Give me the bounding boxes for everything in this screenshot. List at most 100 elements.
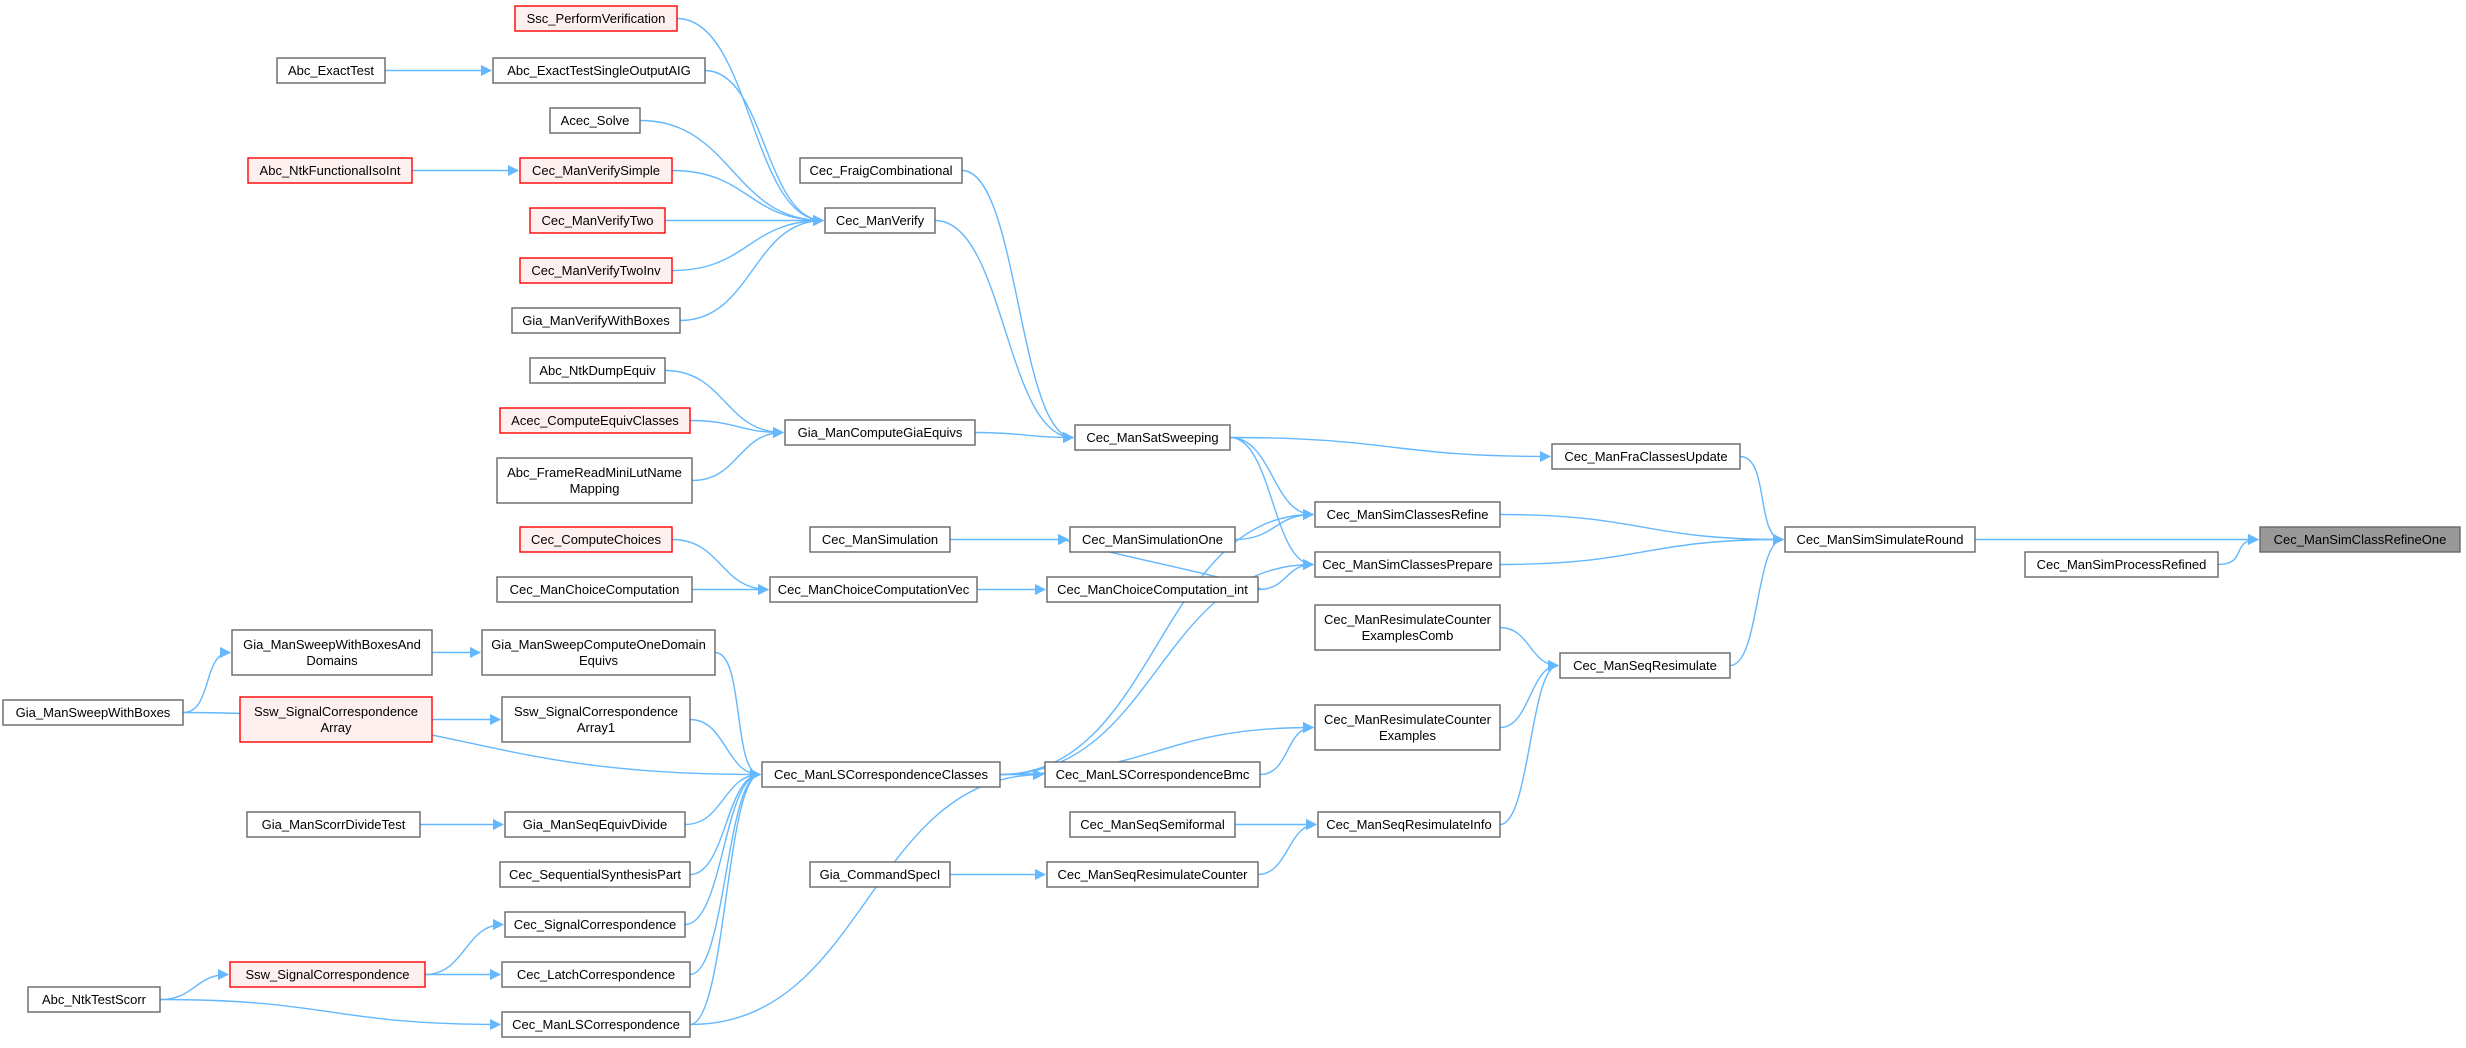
- graph-node[interactable]: Gia_ManSeqEquivDivide: [504, 811, 686, 838]
- graph-node[interactable]: Cec_SignalCorrespondence: [504, 911, 686, 938]
- graph-node[interactable]: Abc_NtkTestScorr: [27, 986, 161, 1013]
- graph-node[interactable]: Cec_FraigCombinational: [799, 157, 963, 184]
- graph-node[interactable]: Acec_ComputeEquivClasses: [499, 407, 691, 434]
- edge-n3-to-n1: [1739, 455, 1785, 546]
- edge-line: [1234, 508, 1315, 541]
- graph-node[interactable]: Cec_ManChoiceComputation_int: [1046, 576, 1259, 603]
- node-label: Cec_ManLSCorrespondenceBmc: [1056, 767, 1250, 782]
- node-label: Gia_ManScorrDivideTest: [262, 817, 406, 832]
- node-label: Cec_ManLSCorrespondence: [512, 1017, 680, 1032]
- edge-line: [639, 119, 825, 227]
- node-label: Examples: [1379, 728, 1437, 743]
- node-label: Abc_NtkDumpEquiv: [539, 363, 656, 378]
- graph-node[interactable]: Acec_Solve: [549, 107, 641, 134]
- graph-node[interactable]: Cec_ManSimSimulateRound: [1784, 526, 1976, 553]
- graph-node[interactable]: Cec_ManVerifyTwo: [529, 207, 666, 234]
- graph-node[interactable]: Cec_ManSimClassRefineOne: [2259, 526, 2461, 553]
- graph-node[interactable]: Ssc_PerformVerification: [514, 5, 678, 32]
- edge-line: [671, 538, 770, 596]
- graph-node[interactable]: Cec_ManSimulationOne: [1069, 526, 1236, 553]
- edge-n49-to-n48: [159, 998, 502, 1031]
- node-box: [519, 157, 673, 184]
- node-label: Cec_ManVerifySimple: [532, 163, 660, 178]
- nodes-layer: Cec_ManSimClassRefineOne Cec_ManSimSimula…: [2, 5, 2461, 1038]
- graph-node[interactable]: Cec_ComputeChoices: [519, 526, 673, 553]
- node-label: Cec_ManSeqSemiformal: [1080, 817, 1225, 832]
- node-box: [496, 576, 693, 603]
- edge-n7-to-n3: [1229, 436, 1552, 463]
- graph-node[interactable]: Cec_ManChoiceComputationVec: [769, 576, 978, 603]
- node-label: Cec_ManSeqResimulate: [1573, 658, 1717, 673]
- edge-n6-to-n1: [1729, 533, 1785, 667]
- edge-n12-to-n8: [704, 69, 825, 227]
- graph-node[interactable]: Abc_ExactTest: [276, 57, 386, 84]
- node-box: [246, 811, 421, 838]
- node-label: Gia_ManComputeGiaEquivs: [798, 425, 963, 440]
- edge-line: [1229, 436, 1315, 521]
- node-label: Cec_SignalCorrespondence: [514, 917, 677, 932]
- graph-node[interactable]: Cec_ManFraClassesUpdate: [1551, 443, 1741, 470]
- graph-node[interactable]: Cec_ManSeqResimulateCounter: [1046, 861, 1259, 888]
- graph-node[interactable]: Cec_ManSeqResimulate: [1559, 652, 1731, 679]
- node-box: [501, 961, 691, 988]
- edge-line: [1229, 436, 1315, 571]
- graph-node[interactable]: Gia_ManScorrDivideTest: [246, 811, 421, 838]
- node-box: [504, 811, 686, 838]
- node-box: [1069, 811, 1236, 838]
- edge-n14-to-n8: [639, 119, 825, 227]
- graph-node[interactable]: Cec_ManSimulation: [809, 526, 951, 553]
- edge-n8-to-n7: [934, 219, 1075, 444]
- node-box: [824, 207, 936, 234]
- node-label: Cec_ManResimulateCounter: [1324, 712, 1492, 727]
- node-box: [549, 107, 641, 134]
- graph-node[interactable]: Cec_ManSimClassesPrepare: [1314, 551, 1501, 578]
- graph-node[interactable]: Gia_ManSweepWithBoxes: [2, 699, 184, 726]
- graph-node[interactable]: Cec_ManVerifyTwoInv: [519, 257, 673, 284]
- graph-node[interactable]: Cec_SequentialSynthesisPart: [499, 861, 691, 888]
- edge-n23-to-n4: [1234, 508, 1315, 541]
- graph-node[interactable]: Cec_LatchCorrespondence: [501, 961, 691, 988]
- graph-node[interactable]: Cec_ManVerify: [824, 207, 936, 234]
- node-box: [231, 629, 433, 676]
- graph-node[interactable]: Cec_ManVerifySimple: [519, 157, 673, 184]
- edge-line: [679, 214, 825, 322]
- graph-node[interactable]: Cec_ManSatSweeping: [1074, 424, 1231, 451]
- graph-node[interactable]: Gia_ManVerifyWithBoxes: [511, 307, 681, 334]
- graph-node[interactable]: Ssw_SignalCorrespondence: [229, 961, 426, 988]
- graph-node[interactable]: Cec_ManSeqResimulateInfo: [1317, 811, 1501, 838]
- graph-node[interactable]: Gia_ManComputeGiaEquivs: [784, 419, 976, 446]
- edge-n46-to-n45: [424, 918, 505, 976]
- node-box: [769, 576, 978, 603]
- edge-n39-to-n38: [182, 646, 232, 714]
- node-label: Mapping: [570, 481, 620, 496]
- node-label: Gia_ManVerifyWithBoxes: [522, 313, 670, 328]
- edge-n7-to-n5: [1229, 436, 1315, 571]
- node-label: Cec_ManSimSimulateRound: [1797, 532, 1964, 547]
- edge-line: [1257, 558, 1315, 591]
- graph-node[interactable]: Cec_ManSeqSemiformal: [1069, 811, 1236, 838]
- graph-node[interactable]: Abc_NtkFunctionalIsoInt: [247, 157, 413, 184]
- graph-node[interactable]: Cec_ManLSCorrespondenceClasses: [761, 761, 1001, 788]
- node-label: Gia_ManSweepComputeOneDomain: [491, 637, 706, 652]
- node-box: [501, 1011, 691, 1038]
- graph-node[interactable]: Cec_ManChoiceComputation: [496, 576, 693, 603]
- graph-node[interactable]: Cec_ManSimClassesRefine: [1314, 501, 1501, 528]
- edge-line: [182, 646, 232, 714]
- graph-node[interactable]: Cec_ManSimProcessRefined: [2024, 551, 2219, 578]
- node-box: [276, 57, 386, 84]
- graph-node[interactable]: Abc_NtkDumpEquiv: [529, 357, 666, 384]
- edge-line: [961, 169, 1075, 444]
- graph-node[interactable]: Cec_ManLSCorrespondence: [501, 1011, 691, 1038]
- graph-node[interactable]: Cec_ManLSCorrespondenceBmc: [1044, 761, 1261, 788]
- graph-node[interactable]: Gia_CommandSpecI: [809, 861, 951, 888]
- node-box: [239, 696, 433, 743]
- graph-node[interactable]: Abc_ExactTestSingleOutputAIG: [492, 57, 706, 84]
- node-label: Ssw_SignalCorrespondence: [245, 967, 409, 982]
